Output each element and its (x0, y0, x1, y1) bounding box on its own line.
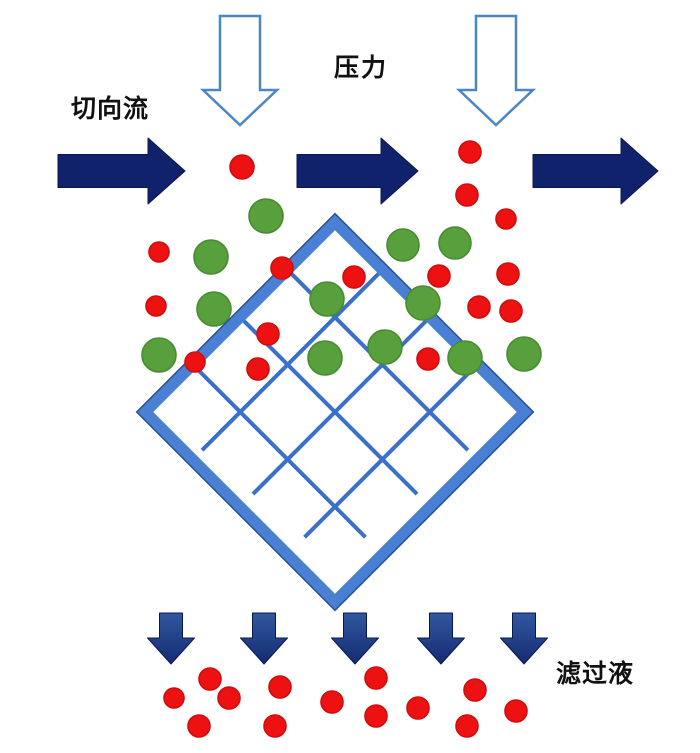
filtrate-red-particle (504, 699, 528, 723)
filtrate-arrow (147, 612, 195, 665)
red-particle (148, 241, 170, 263)
filtrate-arrow (500, 612, 548, 665)
red-particle (427, 264, 451, 288)
membrane-grid-line (303, 364, 478, 539)
flow-arrow (57, 137, 186, 205)
pressure-label: 压力 (334, 54, 389, 82)
membrane-grid (135, 212, 535, 612)
filtrate-red-particle (364, 704, 388, 728)
green-particle (386, 228, 420, 262)
red-particle (467, 295, 491, 319)
flow-arrow (532, 137, 659, 205)
filtrate-arrow (240, 612, 288, 665)
green-particle (447, 340, 483, 376)
green-particle (309, 281, 345, 317)
green-particle (248, 198, 284, 234)
red-particle (455, 183, 479, 207)
green-particle (506, 336, 542, 372)
filtrate-red-particle (406, 696, 430, 720)
pressure-arrow (199, 14, 281, 127)
red-particle (342, 265, 366, 289)
filtrate-red-particle (455, 714, 479, 738)
red-particle (246, 357, 270, 381)
green-particle (367, 329, 403, 365)
filtrate-label: 滤过液 (556, 660, 635, 688)
membrane-grid-line (200, 269, 383, 452)
green-particle (438, 226, 472, 260)
red-particle (458, 140, 482, 164)
pressure-arrow (455, 14, 537, 127)
filtrate-red-particle (198, 667, 222, 691)
red-particle (495, 208, 517, 230)
green-particle (405, 285, 441, 321)
red-particle (256, 322, 280, 346)
filtrate-red-particle (364, 666, 388, 690)
filtrate-red-particle (163, 687, 185, 709)
red-particle (270, 256, 294, 280)
red-particle (145, 295, 167, 317)
filtrate-red-particle (320, 690, 344, 714)
filtrate-red-particle (263, 714, 287, 738)
filtrate-red-particle (187, 714, 211, 738)
membrane-grid-line (240, 317, 419, 496)
tangential-flow-label: 切向流 (71, 95, 150, 123)
red-particle (499, 299, 523, 323)
red-particle (229, 154, 255, 180)
red-particle (184, 351, 206, 373)
filtrate-red-particle (268, 675, 292, 699)
red-particle (416, 347, 440, 371)
filtrate-red-particle (217, 686, 241, 710)
filtrate-arrow (417, 612, 465, 665)
membrane-grid-line (192, 364, 367, 539)
red-particle (496, 262, 520, 286)
green-particle (193, 239, 229, 275)
green-particle (307, 340, 343, 376)
green-particle (196, 291, 232, 327)
filtrate-arrow (331, 612, 379, 665)
filtrate-red-particle (463, 678, 487, 702)
green-particle (141, 337, 177, 373)
flow-arrow (296, 137, 419, 205)
